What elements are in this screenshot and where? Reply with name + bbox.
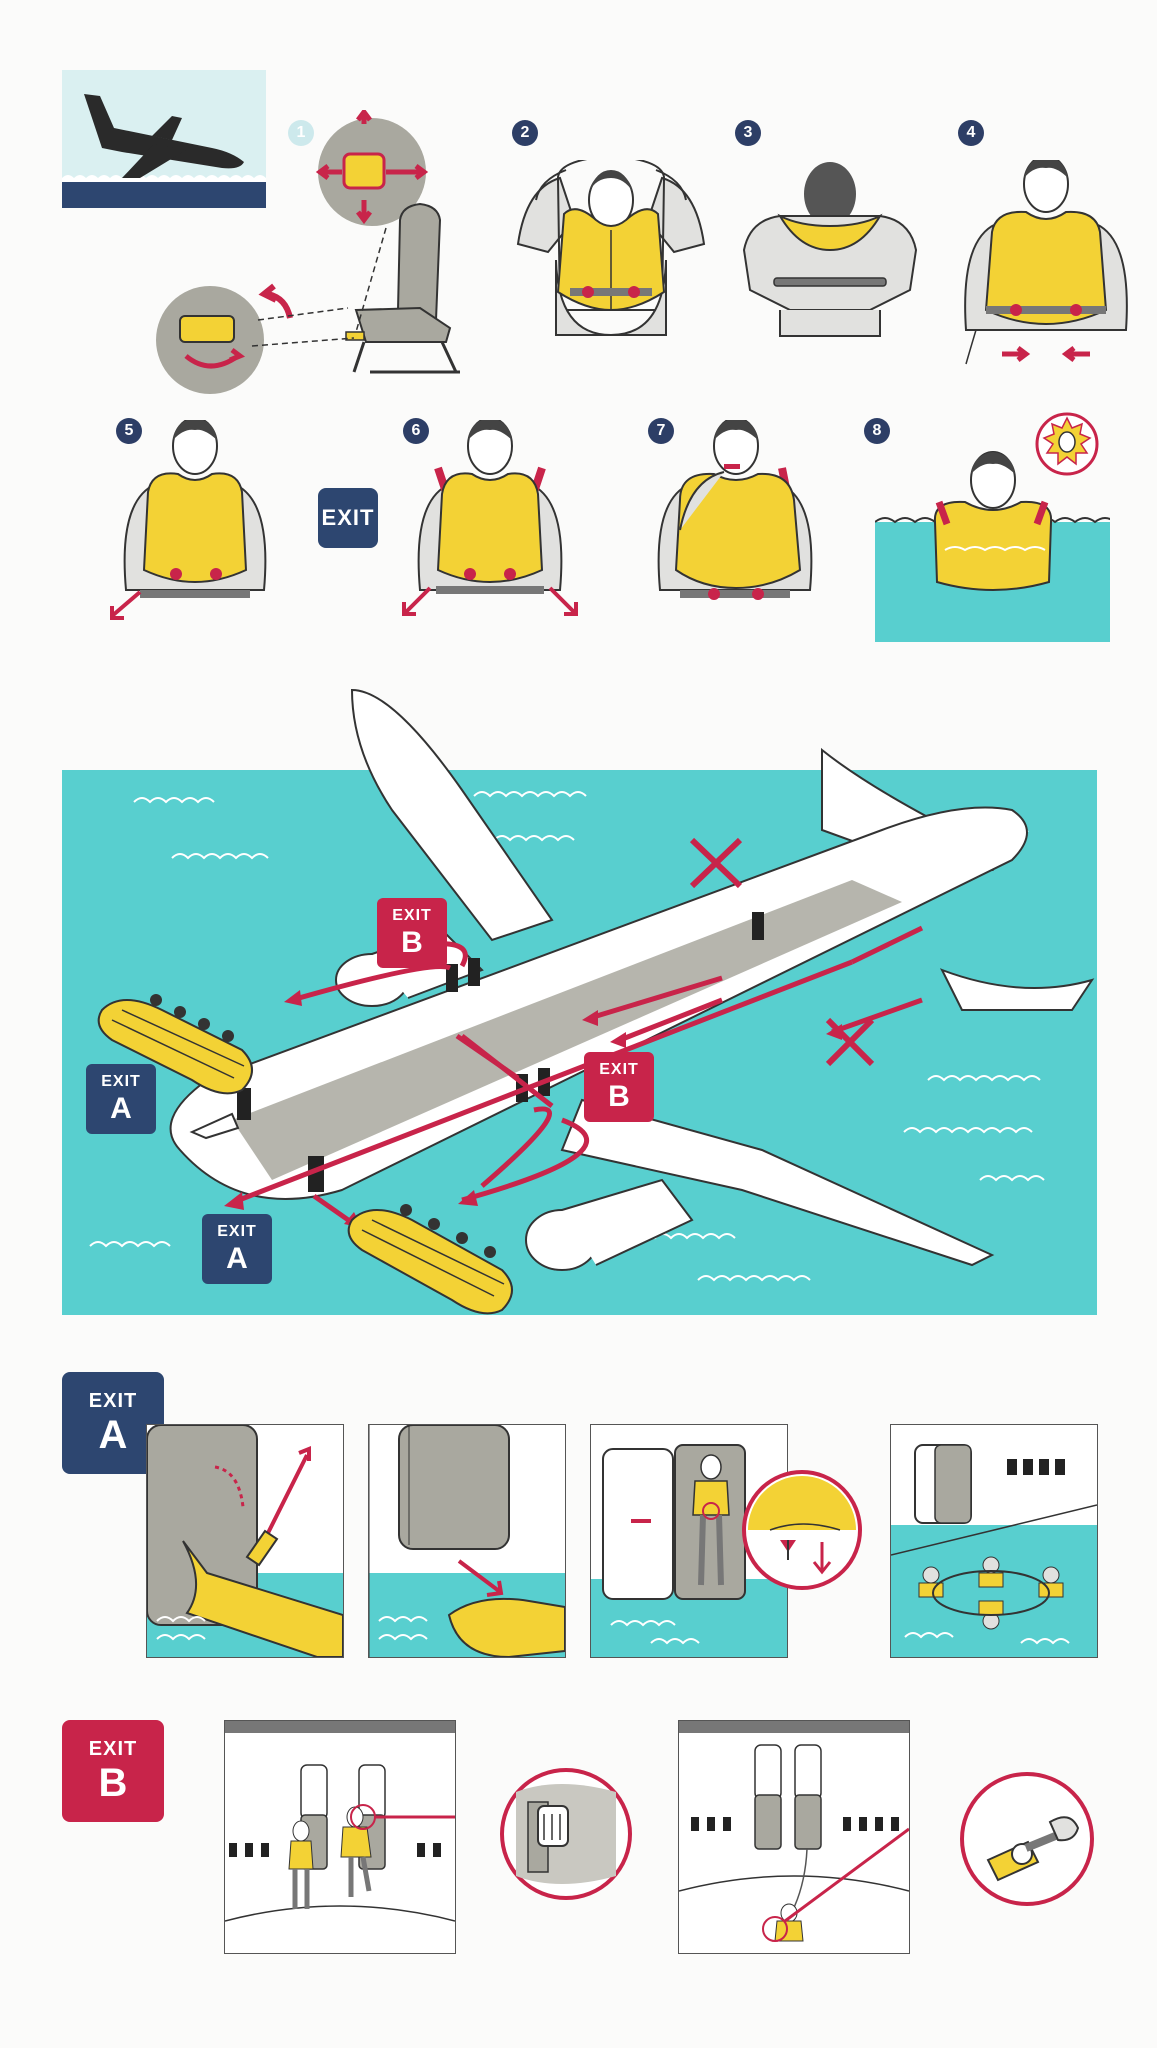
exit-a-panel-2	[368, 1424, 566, 1658]
exit-b-top-word: EXIT	[392, 907, 432, 924]
step-5-number: 5	[116, 418, 142, 444]
exit-a-section-letter: A	[98, 1413, 128, 1457]
exit-a-bottom-letter: A	[226, 1242, 248, 1275]
exit-a-left-word: EXIT	[101, 1073, 141, 1090]
step-7-illustration	[640, 420, 840, 620]
exit-b-zoom-handle	[498, 1766, 634, 1902]
exit-a-left-letter: A	[110, 1092, 132, 1125]
exit-a-section-word: EXIT	[88, 1390, 138, 1412]
plane-ditching-icon	[84, 94, 244, 178]
step-1-seat-illustration	[150, 110, 470, 410]
step-3-number: 3	[735, 120, 761, 146]
step-6-illustration	[390, 420, 590, 620]
evacuation-diagram	[62, 680, 1097, 1320]
step-8-floating-illustration	[875, 410, 1110, 642]
step-4-tighten-illustration	[956, 160, 1136, 370]
whistle-icon	[724, 464, 740, 469]
step-8-number: 8	[864, 418, 890, 444]
x-mark-icon	[689, 837, 875, 1067]
exit-b-section-letter: B	[98, 1761, 128, 1805]
exit-b-middle-letter: B	[608, 1080, 630, 1113]
exit-b-top-letter: B	[401, 926, 423, 959]
exit-a-panel-4	[890, 1424, 1098, 1658]
exit-a-zoom-inflate-tab	[740, 1468, 864, 1592]
door-a-right-forward	[308, 1156, 324, 1192]
exit-a-bottom-word: EXIT	[217, 1223, 257, 1240]
step-5-illustration	[100, 420, 290, 620]
survivors-circle	[918, 1556, 1064, 1630]
exit-sign-text: EXIT	[321, 505, 375, 530]
step-3-back-view-illustration	[740, 160, 920, 340]
exit-b-badge-middle: EXIT B	[584, 1052, 654, 1122]
step-2-number: 2	[512, 120, 538, 146]
door-a-left-forward	[237, 1088, 251, 1120]
exit-b-section-word: EXIT	[88, 1738, 138, 1760]
exit-a-badge-bottom: EXIT A	[202, 1214, 272, 1284]
exit-b-zoom-cutter	[958, 1770, 1096, 1908]
step-1-number: 1	[288, 120, 314, 146]
step-6-number: 6	[403, 418, 429, 444]
exit-a-panel-1	[146, 1424, 344, 1658]
step-4-number: 4	[958, 120, 984, 146]
step-2-don-vest-illustration	[496, 160, 726, 340]
exit-sign-small: EXIT	[318, 488, 378, 548]
exit-b-middle-word: EXIT	[599, 1061, 639, 1078]
raft-left	[97, 994, 253, 1095]
exit-b-badge-top: EXIT B	[377, 898, 447, 968]
exit-b-section-badge: EXIT B	[62, 1720, 164, 1822]
raft-right	[347, 1204, 513, 1315]
exit-b-panel-1	[224, 1720, 456, 1954]
ditching-plane-tile	[62, 70, 266, 208]
exit-b-panel-2	[678, 1720, 910, 1954]
step-7-number: 7	[648, 418, 674, 444]
lightbulb-icon	[1035, 412, 1099, 476]
exit-a-badge-left: EXIT A	[86, 1064, 156, 1134]
